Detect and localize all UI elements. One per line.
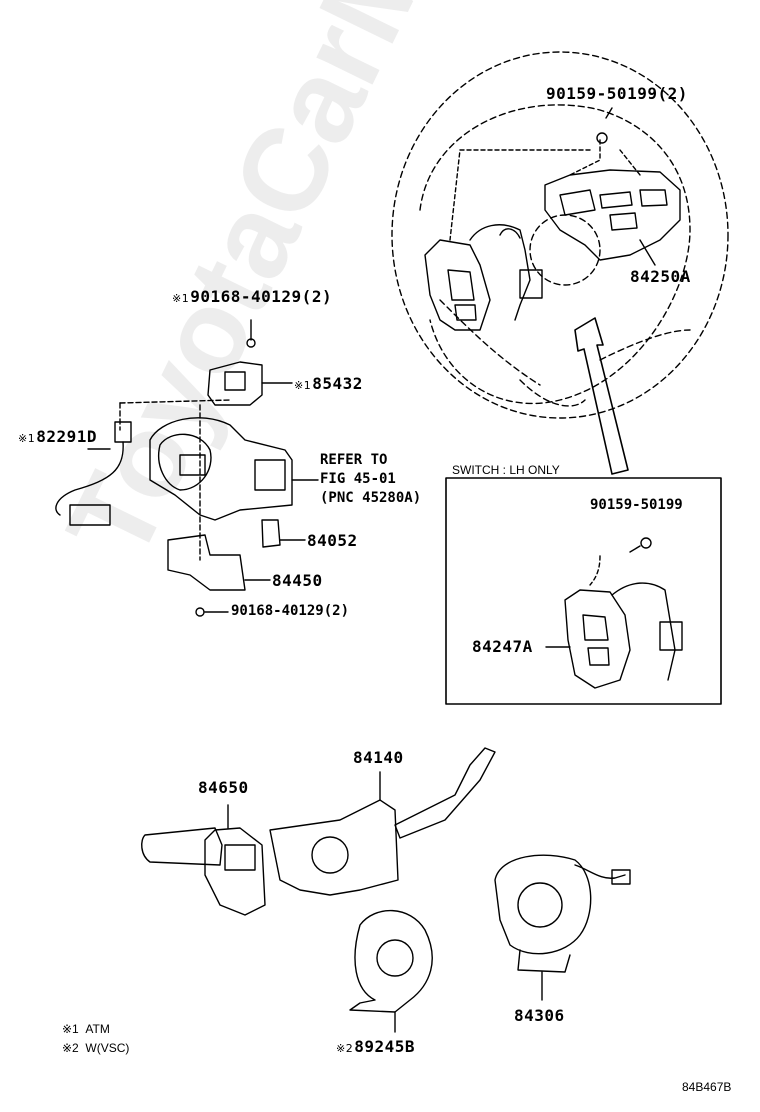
steering-wheel-illustration — [391, 51, 729, 419]
part-84450-shape — [167, 534, 246, 591]
column-switch-illustration — [55, 319, 319, 617]
legend-note-2: ※2 W(VSC) — [62, 1041, 129, 1055]
label-part-82291d: ※182291D — [18, 427, 97, 446]
note-mark: ※1 — [294, 379, 312, 392]
refer-line-2: FIG 45-01 — [320, 471, 396, 487]
note-mark: ※1 — [172, 292, 190, 305]
note-mark: ※1 — [18, 432, 36, 445]
legend-text: W(VSC) — [85, 1041, 130, 1055]
column-housing — [149, 417, 293, 521]
part-82291d-connector — [114, 421, 132, 443]
label-text: 89245B — [354, 1037, 416, 1056]
steering-wheel-rim-outer — [391, 51, 729, 419]
label-part-84650: 84650 — [198, 778, 249, 797]
label-part-84306: 84306 — [514, 1006, 565, 1025]
legend-text: ATM — [85, 1022, 110, 1036]
lever-84140 — [394, 747, 496, 839]
inset-title: SWITCH : LH ONLY — [452, 463, 560, 477]
label-part-84247a: 84247A — [472, 637, 533, 656]
label-text: 82291D — [36, 427, 98, 446]
label-inset-bolt-90159-50199: 90159-50199 — [590, 497, 683, 513]
lever-84650 — [141, 827, 223, 866]
spiral-cable-84306 — [494, 854, 592, 955]
legend-note-1: ※1 ATM — [62, 1022, 110, 1036]
inset-frame — [445, 477, 722, 705]
part-82291d-plug — [69, 504, 111, 526]
switch-84140-body — [269, 799, 399, 896]
steering-wheel-rim-inner — [419, 104, 691, 405]
label-bolt-90168-40129-bottom: 90168-40129(2) — [231, 603, 350, 619]
label-part-84140: 84140 — [353, 748, 404, 767]
label-part-89245b: ※289245B — [336, 1037, 415, 1056]
label-part-84052: 84052 — [307, 531, 358, 550]
label-bolt-90159-50199-2: 90159-50199(2) — [546, 84, 688, 103]
label-part-84450: 84450 — [272, 571, 323, 590]
part-85432-shape — [207, 361, 263, 406]
note-mark: ※2 — [336, 1042, 354, 1055]
right-switch-body — [544, 169, 681, 261]
left-switch-connector — [519, 269, 543, 299]
refer-line-3: (PNC 45280A) — [320, 490, 422, 506]
inset-switch-connector — [659, 621, 683, 651]
label-part-84250a: 84250A — [630, 267, 691, 286]
refer-line-1: REFER TO — [320, 452, 388, 468]
label-bolt-90168-40129-top: ※190168-40129(2) — [172, 287, 332, 306]
wheel-bolt — [596, 132, 608, 144]
part-84052-shape — [261, 519, 281, 548]
label-text: 90168-40129(2) — [190, 287, 333, 306]
label-text: 85432 — [312, 374, 363, 393]
combination-switch-illustration — [141, 747, 631, 1033]
legend-mark: ※2 — [62, 1041, 79, 1055]
sensor-89245b — [349, 909, 433, 1013]
inset-switch-body — [564, 589, 631, 689]
left-switch-body — [424, 239, 491, 331]
inset-arrow — [574, 317, 629, 475]
diagram-code: 84B467B — [682, 1080, 732, 1094]
label-part-85432: ※185432 — [294, 374, 363, 393]
inset-switch-illustration — [545, 537, 683, 689]
legend-mark: ※1 — [62, 1022, 79, 1036]
